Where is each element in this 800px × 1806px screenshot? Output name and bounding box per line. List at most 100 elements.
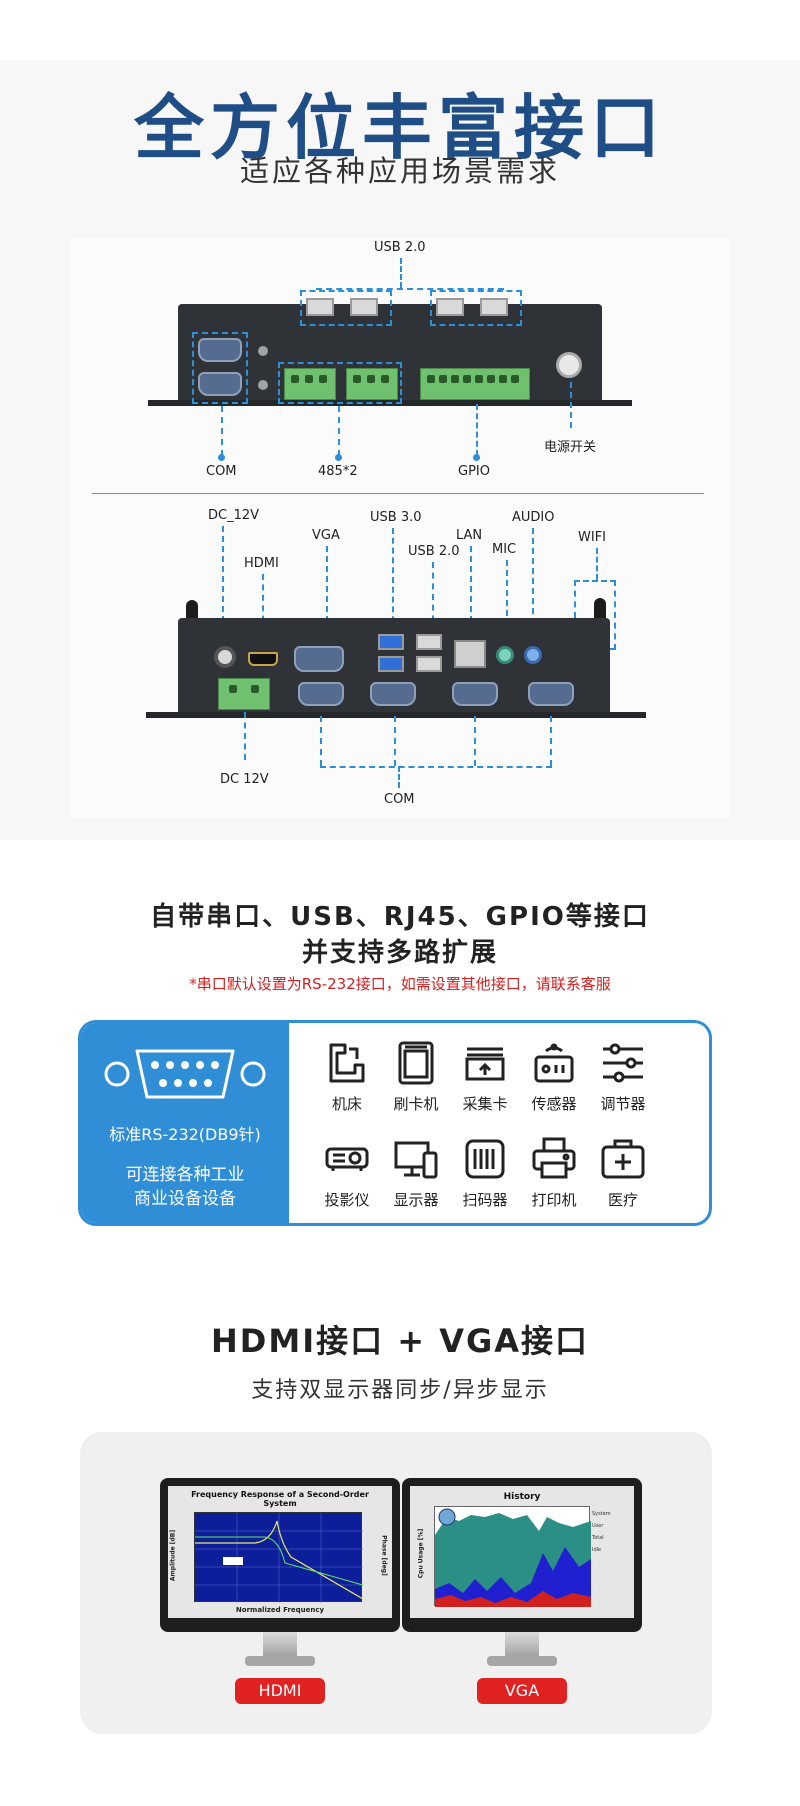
leader-line — [506, 560, 508, 646]
device-label: 投影仪 — [324, 1191, 370, 1209]
frequency-plot-screen: Frequency Response of a Second-Order Sys… — [168, 1486, 392, 1618]
legend-item: Total — [592, 1535, 604, 1541]
device-label: 采集卡 — [462, 1095, 508, 1113]
device-label: 机床 — [331, 1095, 362, 1113]
leader-line — [432, 562, 434, 632]
leader-line — [316, 288, 504, 290]
rs232-description: 可连接各种工业 商业设备设备 — [81, 1163, 289, 1211]
leader-line — [244, 712, 246, 760]
usb20-port — [416, 634, 442, 650]
monitor-base — [245, 1656, 315, 1666]
audio-label: AUDIO — [512, 510, 555, 525]
device-capture-card: 采集卡 — [445, 1039, 525, 1114]
device-card-reader: 刷卡机 — [376, 1039, 456, 1114]
mic-label: MIC — [492, 542, 517, 557]
section2-heading-line2: 并支持多路扩展 — [301, 938, 498, 968]
leader-line — [221, 406, 223, 456]
com-port — [370, 682, 416, 706]
device-label: 调节器 — [600, 1095, 646, 1113]
device-label: 传感器 — [531, 1095, 577, 1113]
device-display: 显示器 — [376, 1135, 456, 1210]
rs232-panel: 标准RS-232(DB9针) 可连接各种工业 商业设备设备 — [81, 1023, 289, 1223]
display-subheading: 支持双显示器同步/异步显示 — [251, 1378, 549, 1403]
lan-port-icon — [454, 640, 486, 668]
db9-port — [198, 338, 242, 362]
leader-dot — [218, 454, 225, 461]
leader-dot — [473, 454, 480, 461]
leader-line — [400, 258, 402, 288]
leader-line — [550, 716, 552, 766]
usb-highlight — [430, 290, 522, 326]
screw-icon — [258, 346, 268, 356]
machine-tool-icon — [329, 1043, 365, 1083]
gpio-terminal — [420, 368, 530, 400]
cpu-legend: System User Total Idle — [592, 1508, 632, 1556]
leader-line — [398, 766, 400, 788]
device-label: 医疗 — [607, 1191, 638, 1209]
legend-item: System — [592, 1511, 611, 1517]
sensor-icon — [534, 1043, 574, 1083]
usb20-bottom-label: USB 2.0 — [408, 544, 460, 559]
usb20-port — [416, 656, 442, 672]
y2-axis-label: Phase [deg] — [380, 1535, 388, 1576]
panel-divider — [92, 493, 704, 494]
usb30-port — [378, 634, 404, 650]
device-projector: 投影仪 — [307, 1135, 387, 1210]
section2-heading-line1: 自带串口、USB、RJ45、GPIO等接口 — [150, 902, 650, 932]
leader-line — [470, 546, 472, 642]
device-label: 刷卡机 — [393, 1095, 439, 1113]
usb-port — [350, 298, 378, 316]
cpu-history-screen: History Cpu Usage [%] System User Total … — [410, 1486, 634, 1618]
leader-line — [392, 528, 394, 632]
page-title: 全方位丰富接口 — [134, 87, 666, 169]
db9-connector-icon — [104, 1049, 266, 1099]
leader-line — [320, 716, 322, 766]
leader-line — [596, 548, 598, 580]
mic-jack-icon — [496, 646, 514, 664]
device-regulator: 调节器 — [583, 1039, 663, 1114]
device-machine-tool: 机床 — [307, 1039, 387, 1114]
usb30-label: USB 3.0 — [370, 510, 422, 525]
dc12v-terminal — [218, 678, 270, 710]
rs485-terminal — [346, 368, 398, 400]
vga-port — [294, 646, 344, 672]
usb-port — [480, 298, 508, 316]
com-bottom-label: COM — [384, 792, 415, 807]
db9-port — [198, 372, 242, 396]
legend-item: User — [592, 1523, 604, 1529]
rs485-highlight — [278, 362, 402, 404]
screen-title: System — [263, 1499, 297, 1508]
monitor-stand — [505, 1632, 539, 1658]
device-label: 打印机 — [531, 1191, 577, 1209]
leader-line — [262, 574, 264, 632]
com-port — [452, 682, 498, 706]
lan-label: LAN — [456, 528, 483, 543]
device-printer: 打印机 — [514, 1135, 594, 1210]
com-port — [528, 682, 574, 706]
leader-line — [532, 528, 534, 644]
device-label: 扫码器 — [462, 1191, 508, 1209]
power-button-icon — [556, 352, 582, 378]
device-medical: 医疗 — [583, 1135, 663, 1210]
leader-dot — [335, 454, 342, 461]
frequency-curve — [195, 1513, 364, 1603]
rs232-standard-label: 标准RS-232(DB9针) — [109, 1125, 261, 1144]
usb20-top-label: USB 2.0 — [374, 240, 426, 255]
usb30-port — [378, 656, 404, 672]
legend-item: Idle — [592, 1547, 602, 1553]
medical-icon — [601, 1139, 645, 1179]
cpu-plot-area — [434, 1506, 591, 1607]
hdmi-monitor: Frequency Response of a Second-Order Sys… — [160, 1478, 400, 1632]
regulator-icon — [603, 1043, 643, 1083]
vga-monitor: History Cpu Usage [%] System User Total … — [402, 1478, 642, 1632]
gpio-label: GPIO — [458, 464, 490, 479]
scanner-icon — [465, 1139, 505, 1179]
leader-line — [326, 546, 328, 642]
usb-port — [306, 298, 334, 316]
rs232-description-line1: 可连接各种工业 — [125, 1165, 245, 1185]
leader-line — [570, 382, 572, 428]
hdmi-tag: HDMI — [235, 1678, 325, 1704]
rs485-label: 485*2 — [318, 464, 358, 479]
usb-port — [436, 298, 464, 316]
power-switch-label: 电源开关 — [544, 440, 597, 455]
